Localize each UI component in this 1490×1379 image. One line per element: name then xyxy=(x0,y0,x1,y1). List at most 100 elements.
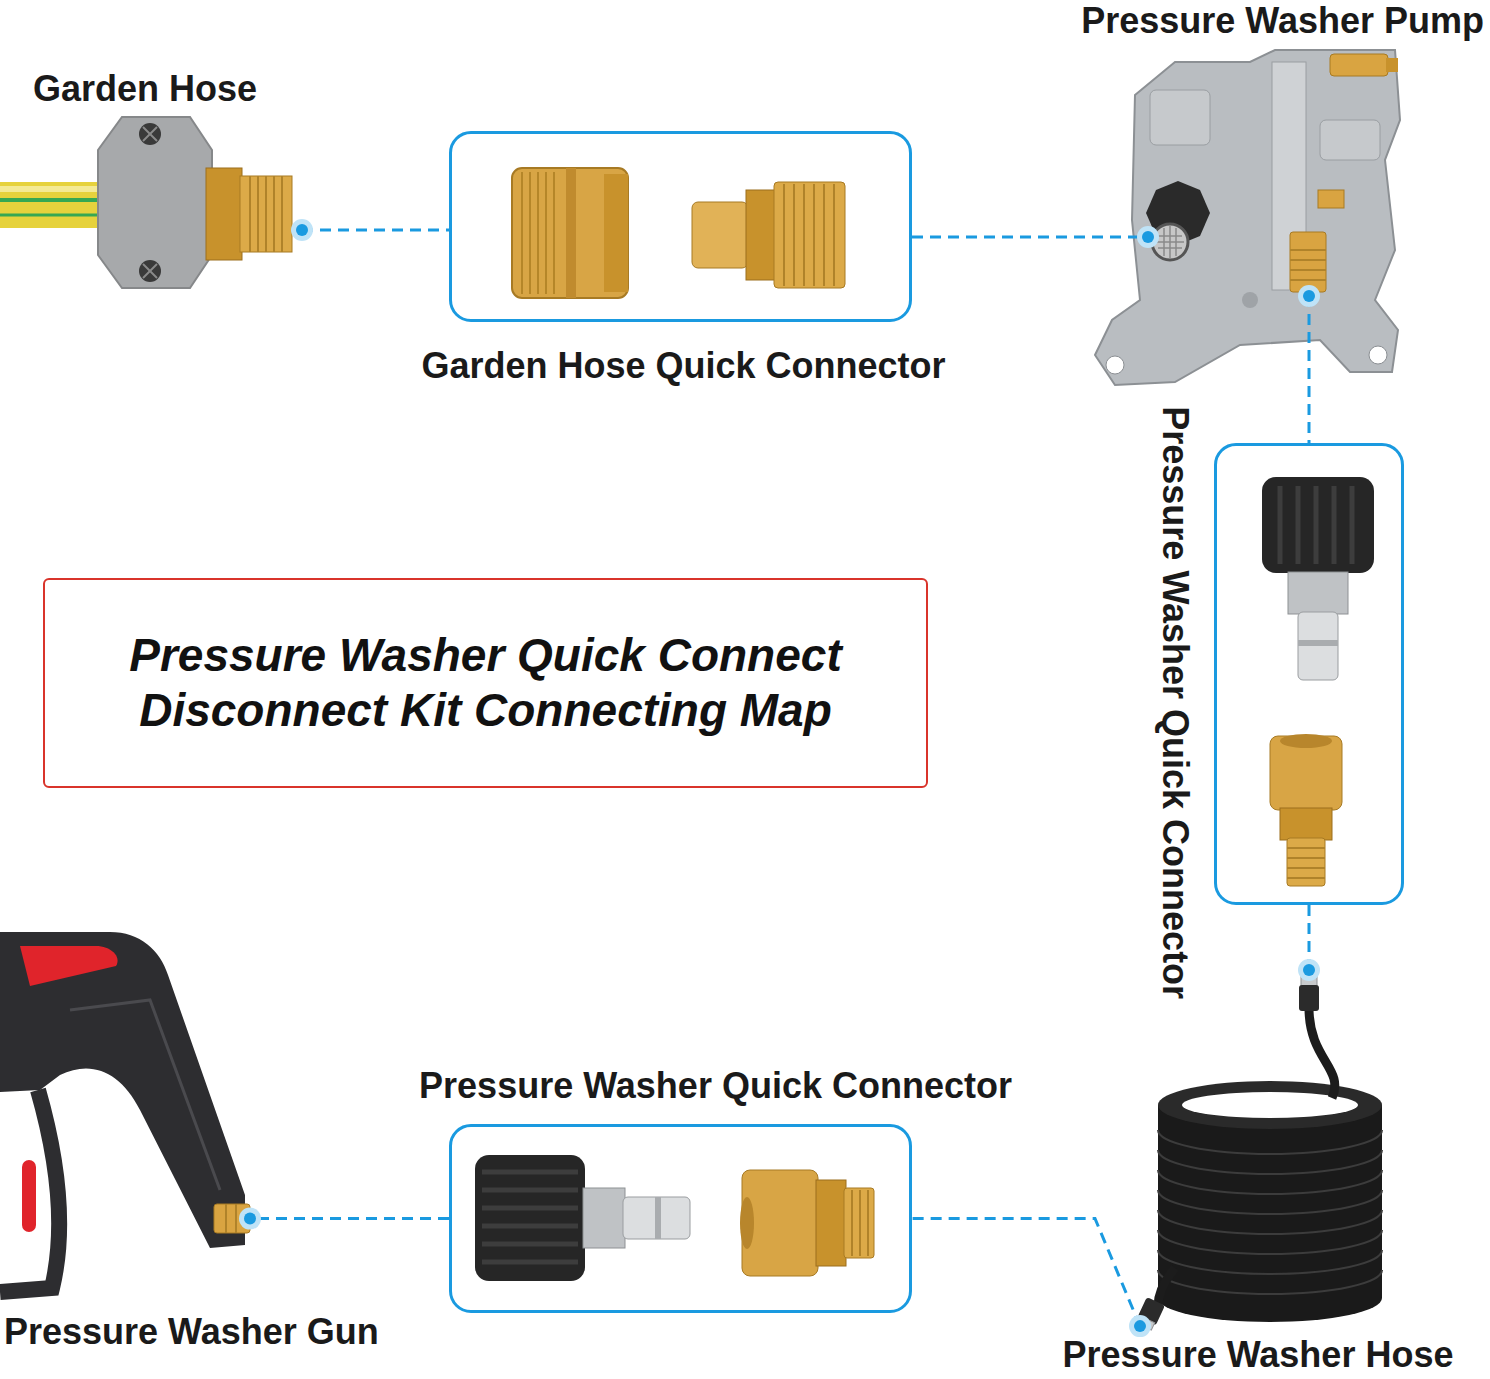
hose-coil-illustration-part xyxy=(1299,985,1319,1011)
garden-hose-plug-illustration-part xyxy=(783,184,785,286)
pump-side-quick-coupler-illustration-part xyxy=(1287,838,1325,886)
garden-hose-illustration-part xyxy=(265,176,267,252)
garden-hose-coupler-illustration-part xyxy=(566,168,576,298)
hose-coil-illustration-part xyxy=(1158,1268,1175,1306)
connector-dot xyxy=(291,219,313,241)
gun-side-quick-coupler-illustration-part xyxy=(844,1188,874,1258)
garden-hose-coupler-illustration-part xyxy=(545,172,547,294)
dashed-connector xyxy=(912,1219,1140,1327)
connector-dot xyxy=(239,1208,261,1230)
pump-side-quick-coupler-illustration-part xyxy=(1287,857,1325,859)
pump-side-quick-coupler-illustration-part xyxy=(1287,847,1325,849)
part-label: Pressure Washer Quick Connector xyxy=(419,1065,1012,1106)
gun-side-quick-coupler-illustration-part xyxy=(740,1197,754,1249)
pump-node: Pressure Washer Pump xyxy=(1148,60,1400,296)
gun-illustration-part xyxy=(20,946,118,986)
gun-side-quick-coupler-illustration xyxy=(740,1170,874,1276)
pump-illustration-part xyxy=(1290,269,1326,271)
garden-hose-plug-illustration xyxy=(692,182,845,288)
connector-dot-core xyxy=(1142,231,1154,243)
pump-side-quick-coupler-illustration-part xyxy=(1287,867,1325,869)
pump-illustration-part xyxy=(1290,259,1326,261)
connector-dot xyxy=(1298,285,1320,307)
gun-side-quick-plug-illustration-part xyxy=(482,1188,578,1193)
gun-side-quick-plug-illustration-part xyxy=(475,1155,585,1281)
pump-side-quick-plug-illustration-part xyxy=(1298,640,1338,646)
garden-hose-coupler-illustration-part xyxy=(512,168,628,298)
pump-side-quick-coupler-illustration-part xyxy=(1287,877,1325,879)
connector-dot-halo xyxy=(1137,226,1159,248)
gun-side-quick-coupler-illustration-part xyxy=(816,1180,846,1266)
hose-coil-illustration-part xyxy=(1309,1008,1335,1098)
garden-hose-node: Garden Hose xyxy=(0,66,302,280)
part-label: Pressure Washer Pump xyxy=(1081,0,1484,41)
gun-illustration-part xyxy=(70,1000,220,1190)
garden-hose-illustration-part xyxy=(281,176,283,252)
connector-dot xyxy=(1298,959,1320,981)
garden-hose-plug-illustration-part xyxy=(793,184,795,286)
garden-hose-plug-illustration-part xyxy=(692,202,748,268)
garden-hose-illustration-part xyxy=(240,176,292,252)
connector-dot-core xyxy=(1134,1320,1146,1332)
garden-hose-plug-illustration-part xyxy=(823,184,825,286)
connector-dot-halo xyxy=(1129,1315,1151,1337)
part-label: Garden Hose xyxy=(33,68,257,109)
garden-hose-illustration-part xyxy=(273,176,275,252)
connector-dot-core xyxy=(1303,290,1315,302)
gun-illustration-part xyxy=(0,932,245,1248)
garden-hose-illustration-part xyxy=(257,176,259,252)
connector-dot xyxy=(1137,226,1159,248)
pump-illustration-part xyxy=(1095,50,1400,385)
hose-coil-illustration-part xyxy=(1158,1081,1382,1129)
hose-coil-illustration-part xyxy=(1158,1170,1382,1194)
gun-side-quick-coupler-illustration-part xyxy=(859,1190,861,1256)
garden-hose-plug-illustration-part xyxy=(746,190,776,280)
pump-illustration-part xyxy=(1242,292,1258,308)
hose-coil-illustration-part xyxy=(1158,1250,1382,1274)
garden-hose-plug-illustration-part xyxy=(803,184,805,286)
pump-side-quick-plug-illustration-part xyxy=(1262,477,1374,573)
pump-illustration-part xyxy=(1290,249,1326,251)
pump-illustration-part xyxy=(1386,58,1398,72)
pump-illustration-part xyxy=(1290,232,1326,292)
pump-illustration-part xyxy=(1106,356,1124,374)
gun-illustration xyxy=(0,932,250,1292)
hose-coil-illustration-part xyxy=(1158,1230,1382,1254)
pump-illustration xyxy=(1095,50,1400,385)
dashed-connector xyxy=(302,228,449,231)
garden-hose-coupler-illustration xyxy=(512,168,628,298)
connector-dot xyxy=(1129,1315,1151,1337)
connector-dot-core xyxy=(1303,964,1315,976)
connector-dot-core xyxy=(296,224,308,236)
gun-side-quick-plug-illustration-part xyxy=(623,1197,690,1239)
connector-box: Garden Hose Quick Connector xyxy=(449,131,912,322)
connector-box: Pressure Washer Quick Connector xyxy=(449,1124,912,1313)
pump-illustration-part xyxy=(1163,228,1165,256)
gun-side-quick-plug-illustration-part xyxy=(482,1206,578,1211)
garden-hose-illustration-part xyxy=(98,117,212,288)
garden-hose-illustration-part xyxy=(0,182,112,228)
part-label: Pressure Washer Hose xyxy=(1063,1334,1454,1375)
garden-hose-illustration-part xyxy=(143,127,157,141)
pump-side-quick-plug-illustration-part xyxy=(1332,486,1337,564)
gun-side-quick-plug-illustration-part xyxy=(655,1197,661,1239)
pump-side-quick-coupler-illustration xyxy=(1270,734,1342,886)
garden-hose-illustration-part xyxy=(0,186,112,192)
garden-hose-coupler-illustration-part xyxy=(553,172,555,294)
gun-side-quick-plug-illustration xyxy=(475,1155,690,1281)
gun-side-quick-coupler-illustration-part xyxy=(851,1190,853,1256)
pump-illustration-part xyxy=(1369,346,1387,364)
pump-side-quick-coupler-illustration-part xyxy=(1280,734,1332,748)
garden-hose-plug-illustration-part xyxy=(833,184,835,286)
pump-illustration-part xyxy=(1169,226,1171,258)
garden-hose-coupler-illustration-part xyxy=(537,172,539,294)
connector-dot-core xyxy=(244,1213,256,1225)
hose-coil-illustration-part xyxy=(1158,1270,1382,1294)
garden-hose-illustration-part xyxy=(0,214,112,217)
pump-illustration-part xyxy=(1320,120,1380,160)
garden-hose-plug-illustration-part xyxy=(774,182,845,288)
garden-hose-illustration-part xyxy=(249,176,251,252)
hose-coil-illustration xyxy=(1135,972,1382,1331)
dashed-connector xyxy=(250,1217,449,1220)
